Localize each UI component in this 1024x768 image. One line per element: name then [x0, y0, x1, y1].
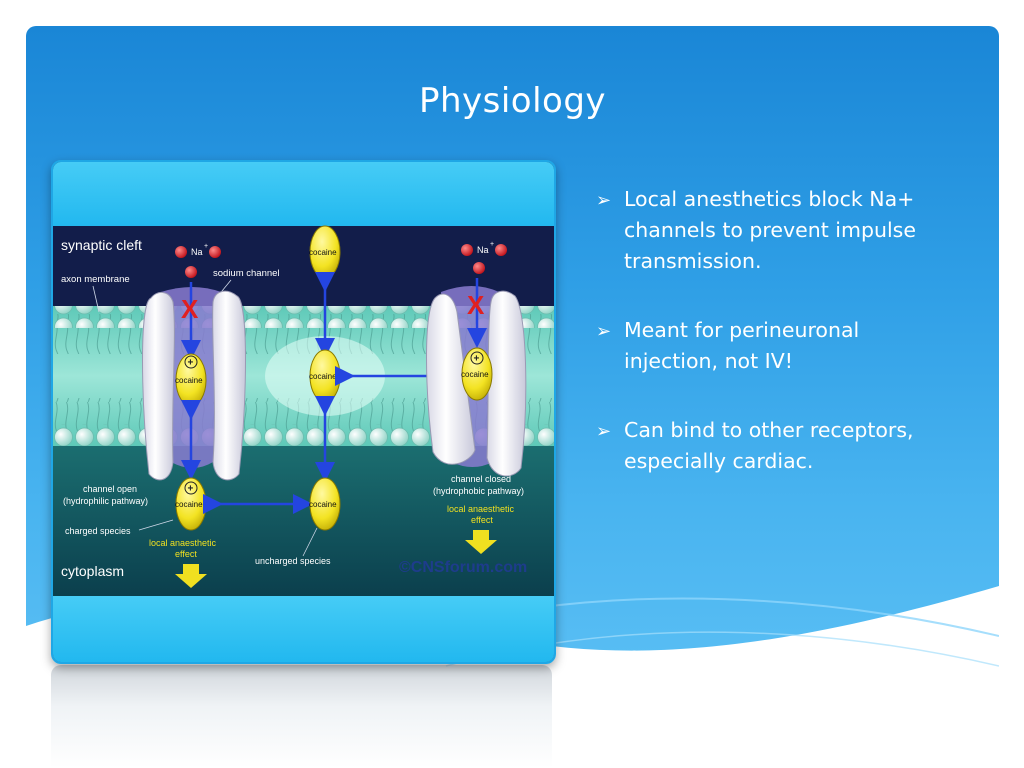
bullet-text: Meant for perineuronal injection, not IV…: [624, 318, 860, 373]
cocaine-sodium-channel-figure: synaptic cleft axon membrane sodium chan…: [51, 160, 556, 664]
na-superscript: +: [204, 243, 208, 250]
copyright-label: ©CNSforum.com: [399, 559, 527, 576]
na-ion: [209, 246, 221, 258]
local-effect-sublabel: effect: [471, 515, 493, 525]
arrow-bullet-icon: ➢: [596, 421, 612, 442]
figure-svg: synaptic cleft axon membrane sodium chan…: [53, 162, 554, 662]
cytoplasm-label: cytoplasm: [61, 563, 124, 579]
na-label: Na: [191, 247, 203, 257]
charge-plus: +: [188, 484, 194, 495]
uncharged-species-label: uncharged species: [255, 556, 331, 566]
channel-wall-right: [212, 290, 246, 481]
cocaine-label: cocaine: [309, 500, 337, 509]
cytoplasm-region: [53, 446, 554, 596]
channel-wall-left: [142, 292, 175, 481]
channel-wall-left: [426, 293, 476, 465]
bullet-item: ➢ Can bind to other receptors, especiall…: [594, 415, 954, 477]
cocaine-label: cocaine: [175, 500, 203, 509]
bullet-text: Local anesthetics block Na+ channels to …: [624, 187, 916, 273]
na-ion: [175, 246, 187, 258]
sodium-channel-label: sodium channel: [213, 268, 280, 279]
bullet-item: ➢ Meant for perineuronal injection, not …: [594, 315, 954, 377]
na-ion: [495, 244, 507, 256]
channel-closed-sublabel: (hydrophobic pathway): [433, 486, 524, 496]
bottom-band: [53, 596, 554, 662]
cocaine-label: cocaine: [461, 370, 489, 379]
channel-open-sublabel: (hydrophilic pathway): [63, 496, 148, 506]
bullet-list: ➢ Local anesthetics block Na+ channels t…: [594, 184, 954, 515]
slide-title: Physiology: [418, 81, 607, 121]
cocaine-molecule: [461, 347, 493, 401]
effect-down-arrow-icon: [465, 530, 497, 554]
figure-reflection: [51, 665, 552, 768]
na-ion: [185, 266, 197, 278]
axon-membrane-label: axon membrane: [61, 274, 130, 285]
na-ion: [461, 244, 473, 256]
cocaine-label: cocaine: [175, 376, 203, 385]
local-effect-sublabel: effect: [175, 549, 197, 559]
na-label: Na: [477, 245, 489, 255]
bullet-text: Can bind to other receptors, especially …: [624, 418, 914, 473]
charge-plus: +: [474, 354, 480, 365]
arrow-bullet-icon: ➢: [596, 321, 612, 342]
na-ion: [473, 262, 485, 274]
bullet-item: ➢ Local anesthetics block Na+ channels t…: [594, 184, 954, 277]
local-effect-label: local anaesthetic: [447, 504, 515, 514]
top-band: [53, 162, 554, 226]
arrow-bullet-icon: ➢: [596, 190, 612, 211]
channel-wall-right: [486, 290, 527, 477]
cocaine-label: cocaine: [309, 248, 337, 257]
charged-species-label: charged species: [65, 526, 131, 536]
cocaine-molecule: [309, 477, 341, 531]
block-x-mark: X: [467, 290, 485, 320]
block-x-mark: X: [181, 294, 199, 324]
channel-closed-label: channel closed: [451, 474, 511, 484]
synaptic-cleft-label: synaptic cleft: [61, 237, 142, 253]
channel-open-label: channel open: [83, 484, 137, 494]
charge-plus: +: [188, 358, 194, 369]
effect-down-arrow-icon: [175, 564, 207, 588]
local-effect-label: local anaesthetic: [149, 538, 217, 548]
na-superscript: +: [490, 241, 494, 248]
cocaine-label: cocaine: [309, 372, 337, 381]
